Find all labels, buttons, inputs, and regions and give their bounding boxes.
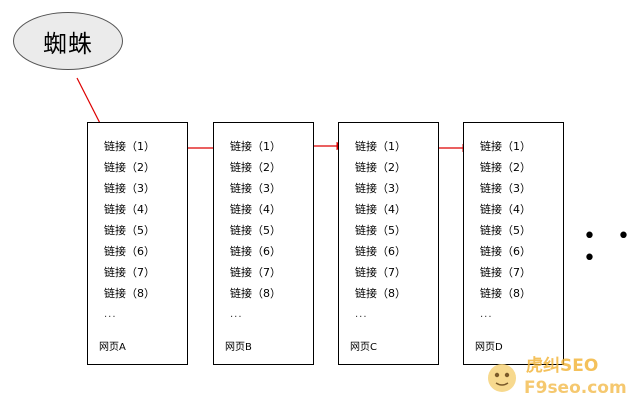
more-pages-ellipsis: • • • — [583, 224, 637, 271]
link-item: 链接（3） — [355, 182, 406, 195]
link-item: 链接（1） — [104, 140, 155, 153]
page-name: 网页A — [99, 342, 126, 353]
link-item: 链接（8） — [355, 287, 406, 300]
mascot-icon — [488, 364, 516, 392]
page-name: 网页C — [350, 342, 377, 353]
link-item: 链接（8） — [104, 287, 155, 300]
link-list: 链接（1） 链接（2） 链接（3） 链接（4） 链接（5） 链接（6） 链接（7… — [104, 136, 155, 304]
link-item: 链接（7） — [230, 266, 281, 279]
link-list-ellipsis: ... — [230, 309, 243, 320]
link-item: 链接（5） — [480, 224, 531, 237]
link-list-ellipsis: ... — [104, 309, 117, 320]
link-item: 链接（3） — [230, 182, 281, 195]
link-list-ellipsis: ... — [355, 309, 368, 320]
link-item: 链接（2） — [355, 161, 406, 174]
watermark-title: 虎纠SEO — [526, 356, 598, 376]
link-item: 链接（1） — [355, 140, 406, 153]
page-name: 网页D — [475, 342, 503, 353]
link-item: 链接（2） — [480, 161, 531, 174]
link-item: 链接（8） — [480, 287, 531, 300]
link-item: 链接（6） — [104, 245, 155, 258]
web-page-a: 链接（1） 链接（2） 链接（3） 链接（4） 链接（5） 链接（6） 链接（7… — [87, 122, 188, 365]
spider-ellipse: 蜘蛛 — [13, 12, 123, 70]
page-name: 网页B — [225, 342, 252, 353]
web-page-c: 链接（1） 链接（2） 链接（3） 链接（4） 链接（5） 链接（6） 链接（7… — [338, 122, 439, 365]
link-list-ellipsis: ... — [480, 309, 493, 320]
link-item: 链接（3） — [104, 182, 155, 195]
link-item: 链接（5） — [355, 224, 406, 237]
link-item: 链接（8） — [230, 287, 281, 300]
link-item: 链接（4） — [355, 203, 406, 216]
link-item: 链接（4） — [104, 203, 155, 216]
link-item: 链接（7） — [480, 266, 531, 279]
spider-label: 蜘蛛 — [43, 29, 93, 58]
link-item: 链接（4） — [480, 203, 531, 216]
link-item: 链接（6） — [480, 245, 531, 258]
link-item: 链接（7） — [104, 266, 155, 279]
link-item: 链接（2） — [104, 161, 155, 174]
link-list: 链接（1） 链接（2） 链接（3） 链接（4） 链接（5） 链接（6） 链接（7… — [355, 136, 406, 304]
web-page-d: 链接（1） 链接（2） 链接（3） 链接（4） 链接（5） 链接（6） 链接（7… — [463, 122, 564, 365]
link-item: 链接（3） — [480, 182, 531, 195]
link-item: 链接（6） — [355, 245, 406, 258]
link-item: 链接（1） — [480, 140, 531, 153]
link-item: 链接（5） — [230, 224, 281, 237]
watermark-url: F9seo.com — [524, 378, 627, 398]
link-item: 链接（2） — [230, 161, 281, 174]
link-item: 链接（4） — [230, 203, 281, 216]
link-list: 链接（1） 链接（2） 链接（3） 链接（4） 链接（5） 链接（6） 链接（7… — [480, 136, 531, 304]
link-item: 链接（1） — [230, 140, 281, 153]
link-list: 链接（1） 链接（2） 链接（3） 链接（4） 链接（5） 链接（6） 链接（7… — [230, 136, 281, 304]
link-item: 链接（6） — [230, 245, 281, 258]
link-item: 链接（5） — [104, 224, 155, 237]
web-page-b: 链接（1） 链接（2） 链接（3） 链接（4） 链接（5） 链接（6） 链接（7… — [213, 122, 314, 365]
watermark-logo: 虎纠SEO F9seo.com — [488, 356, 627, 398]
link-item: 链接（7） — [355, 266, 406, 279]
